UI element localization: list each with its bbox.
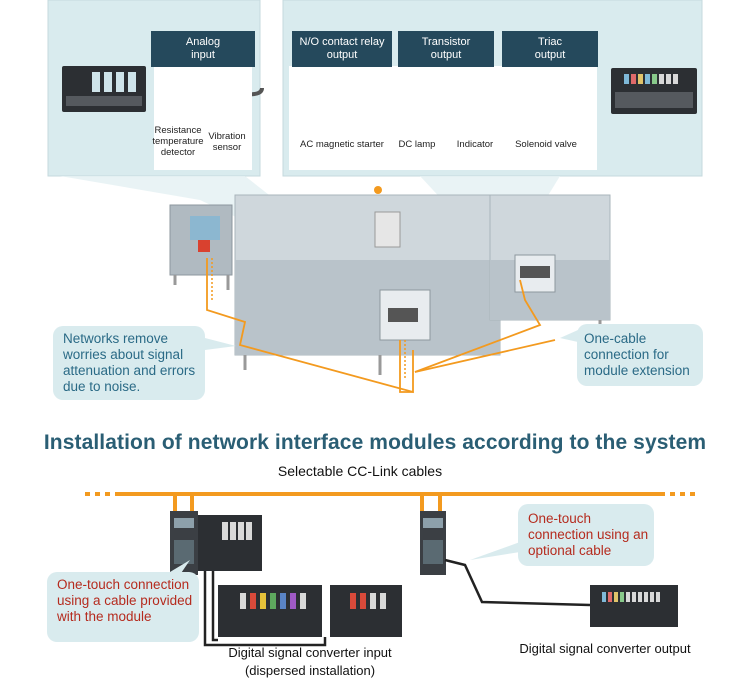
section-title: Installation of network interface module… — [43, 431, 707, 454]
machine-illustration — [169, 186, 611, 375]
triac-output-header: Triac output — [502, 31, 598, 67]
transistor-output-header: Transistor output — [398, 31, 494, 67]
left-funnel — [60, 176, 390, 290]
black-cables — [203, 558, 591, 647]
vibration-sensor-label: Vibration sensor — [208, 131, 246, 153]
provided-cable-callout: One-touch connection using a cable provi… — [47, 572, 199, 642]
optional-cable-pointer — [470, 542, 520, 560]
output-caption: Digital signal converter output — [519, 641, 691, 656]
analog-input-header: Analog input — [151, 31, 255, 67]
converter-output-module — [590, 585, 678, 627]
converter-module-bottom-1 — [218, 585, 322, 637]
indicator-label: Indicator — [456, 139, 494, 150]
one-cable-callout: One-cable connection for module extensio… — [577, 324, 703, 386]
solenoid-valve-label: Solenoid valve — [515, 139, 577, 150]
cc-link-label: Selectable CC-Link cables — [277, 463, 443, 479]
networks-callout: Networks remove worries about signal att… — [53, 326, 205, 400]
dc-lamp-label: DC lamp — [398, 139, 436, 150]
one-cable-callout-text: One-cable connection for module extensio… — [584, 331, 690, 378]
network-module-right — [420, 511, 446, 575]
no-contact-relay-header: N/O contact relay output — [292, 31, 392, 67]
ac-starter-label: AC magnetic starter — [300, 139, 384, 150]
analog-device-box — [154, 66, 252, 170]
converter-module-top — [198, 515, 262, 571]
optional-cable-callout: One-touch connection using an optional c… — [518, 504, 654, 566]
input-subcaption: (dispersed installation) — [244, 663, 376, 678]
machine-orange-cables — [206, 258, 556, 394]
provided-cable-callout-text: One-touch connection using a cable provi… — [57, 577, 193, 624]
dotted-cables — [211, 258, 406, 380]
analog-module-image — [62, 66, 146, 112]
output-device-box — [289, 66, 597, 170]
rtd-label: Resistance temperature detector — [152, 125, 204, 158]
converter-module-bottom-2 — [330, 585, 402, 637]
optional-cable-callout-text: One-touch connection using an optional c… — [528, 511, 649, 558]
networks-callout-pointer — [205, 338, 236, 350]
input-caption: Digital signal converter input — [228, 645, 392, 660]
one-cable-callout-pointer — [560, 330, 578, 342]
output-module-image — [611, 68, 697, 114]
networks-callout-text: Networks remove worries about signal att… — [63, 331, 196, 394]
